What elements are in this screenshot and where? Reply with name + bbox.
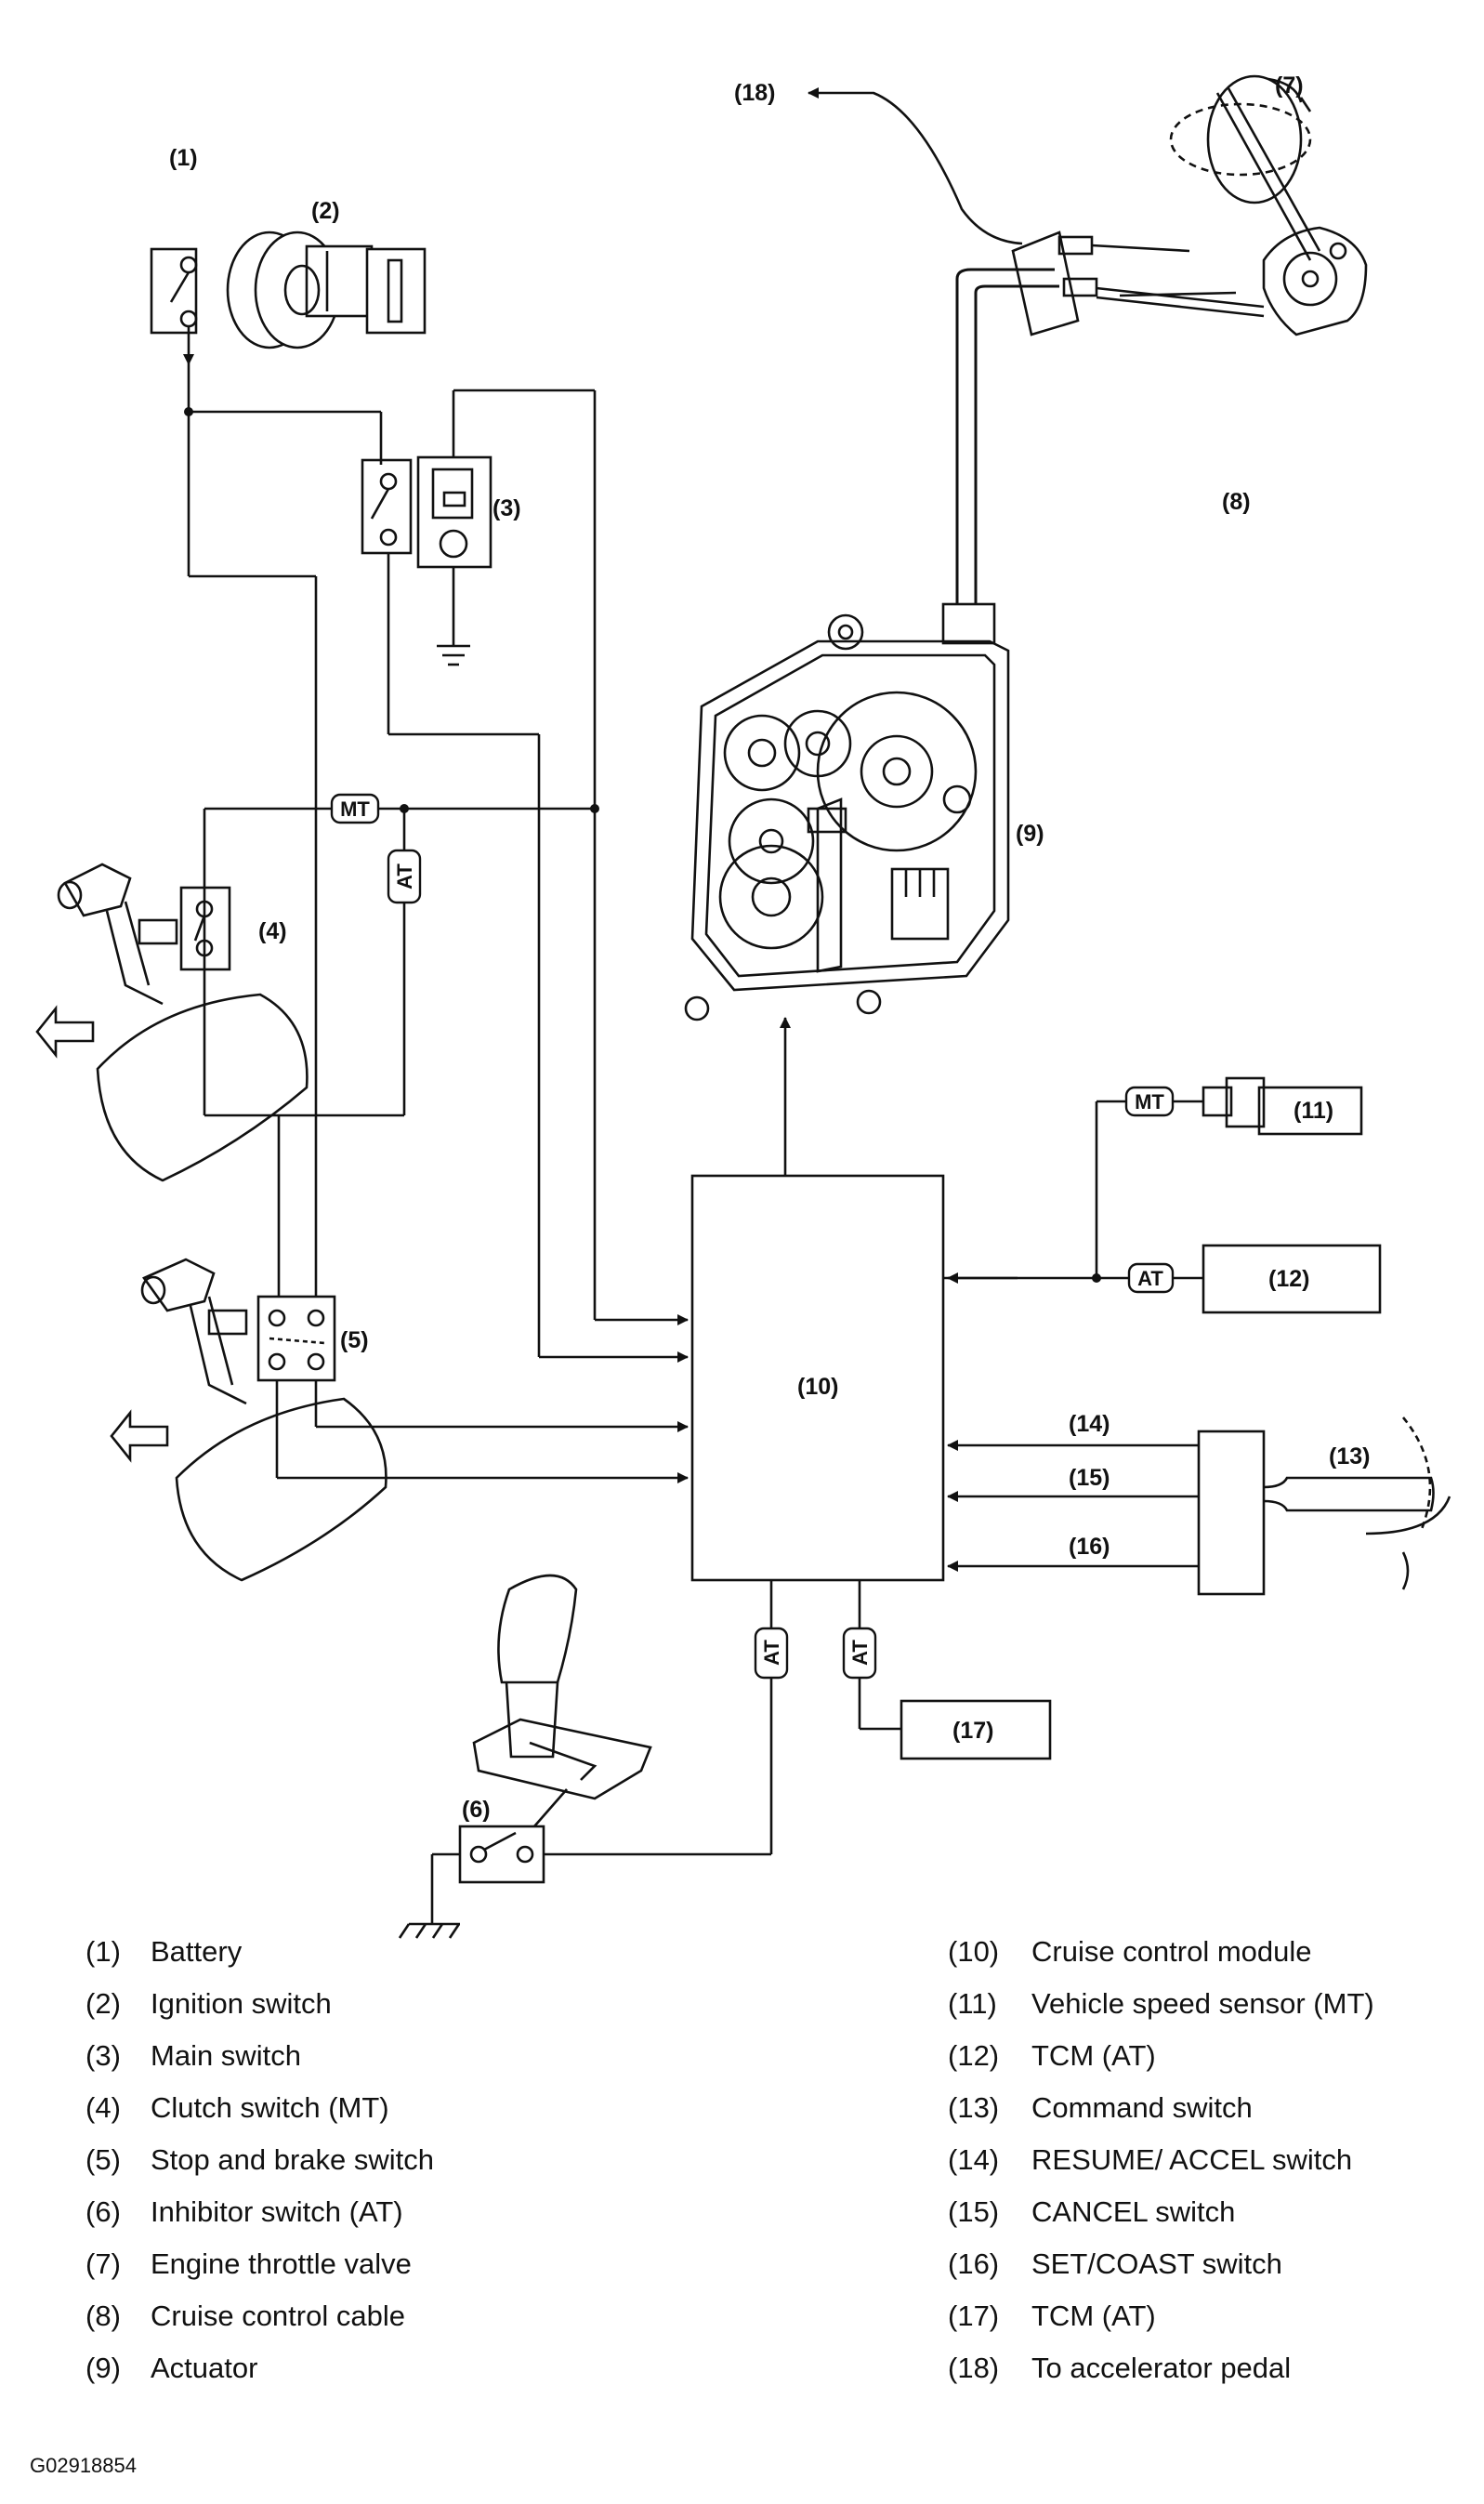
callout-18: (18) <box>734 80 775 106</box>
svg-text:AT: AT <box>1137 1267 1163 1290</box>
at-tag-bottom-right: AT <box>842 1627 877 1680</box>
clutch-pedal <box>35 863 309 1182</box>
svg-text:MT: MT <box>1135 1090 1164 1114</box>
callout-12: (12) <box>1268 1266 1309 1292</box>
callout-5: (5) <box>340 1327 369 1353</box>
at-tag-bottom-left: AT <box>754 1627 789 1680</box>
at-tag-tcm: AT <box>1127 1262 1175 1294</box>
cruise-control-module <box>690 1174 945 1582</box>
callout-11: (11) <box>1294 1098 1333 1124</box>
callout-6: (6) <box>462 1797 491 1823</box>
inhibitor-switch <box>458 1825 545 1884</box>
mt-tag-sensor: MT <box>1124 1086 1175 1117</box>
callout-10: (10) <box>797 1374 838 1400</box>
shift-lever <box>472 1574 652 1827</box>
svg-text:AT: AT <box>760 1640 783 1666</box>
legend-right: (10)Cruise control module (11)Vehicle sp… <box>948 1935 1374 2384</box>
mt-tag-clutch: MT <box>330 793 380 824</box>
clutch-switch <box>179 886 231 971</box>
svg-text:MT: MT <box>340 797 370 821</box>
battery <box>150 247 198 335</box>
ignition-switch <box>226 231 427 349</box>
brake-pedal <box>110 1258 387 1582</box>
callout-8: (8) <box>1222 489 1251 515</box>
callout-13: (13) <box>1329 1443 1370 1469</box>
callout-17: (17) <box>952 1718 993 1744</box>
throttle-assembly <box>1011 74 1368 336</box>
callout-2: (2) <box>311 198 340 224</box>
at-tag-clutch: AT <box>387 849 422 904</box>
main-switch <box>361 455 492 569</box>
svg-text:AT: AT <box>848 1640 872 1666</box>
stop-brake-switch <box>256 1295 336 1382</box>
legend-left: (1)Battery (2)Ignition switch (3)Main sw… <box>85 1935 435 2384</box>
callout-3: (3) <box>492 495 521 521</box>
callout-14: (14) <box>1069 1411 1110 1437</box>
command-switch <box>1197 1417 1451 1596</box>
callout-4: (4) <box>258 918 287 944</box>
tcm-at-box-2 <box>900 1699 1052 1760</box>
figure-code: G02918854 <box>30 2454 137 2477</box>
callout-15: (15) <box>1069 1465 1110 1491</box>
callout-7: (7) <box>1275 72 1304 99</box>
vehicle-speed-sensor <box>1202 1076 1363 1136</box>
callout-16: (16) <box>1069 1534 1110 1560</box>
actuator <box>684 602 1010 1021</box>
svg-text:AT: AT <box>393 863 416 890</box>
callout-1: (1) <box>169 145 198 171</box>
callout-9: (9) <box>1016 821 1044 847</box>
